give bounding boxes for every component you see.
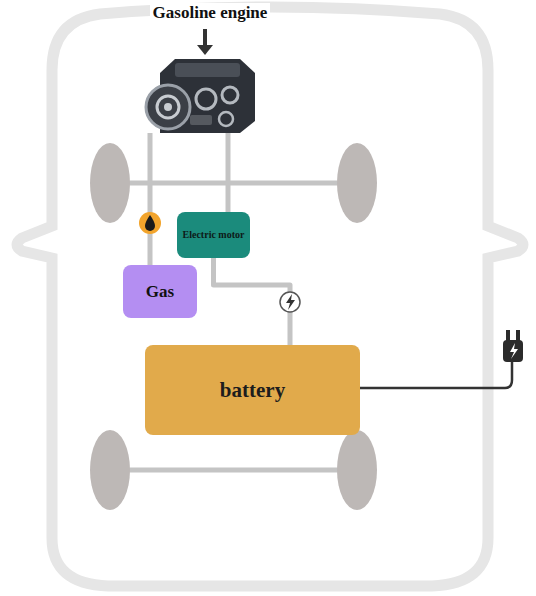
car-outline [17,7,523,586]
lightning-icon [280,292,300,312]
box-label: Electric motor [183,229,245,241]
engine-node: Gasoline engine [130,3,290,137]
box-label: battery [220,378,285,402]
fuel-tank-box: Gas [123,265,197,318]
wheel [337,430,377,510]
fuel-drop-icon [139,212,161,234]
motor-box: Electric motor [177,212,250,258]
wheel [337,143,377,223]
power-line [228,133,229,212]
charging-cord [360,362,512,388]
power-line [150,133,151,265]
engine-title: Gasoline engine [150,3,271,23]
front-axle [110,181,357,186]
engine-icon [130,3,290,137]
wheel [90,430,130,510]
battery-box: battery [145,345,360,435]
rear-axle [110,468,357,473]
power-line [214,258,291,345]
box-label: Gas [146,282,174,302]
plug-icon [503,330,523,362]
wheel [90,143,130,223]
